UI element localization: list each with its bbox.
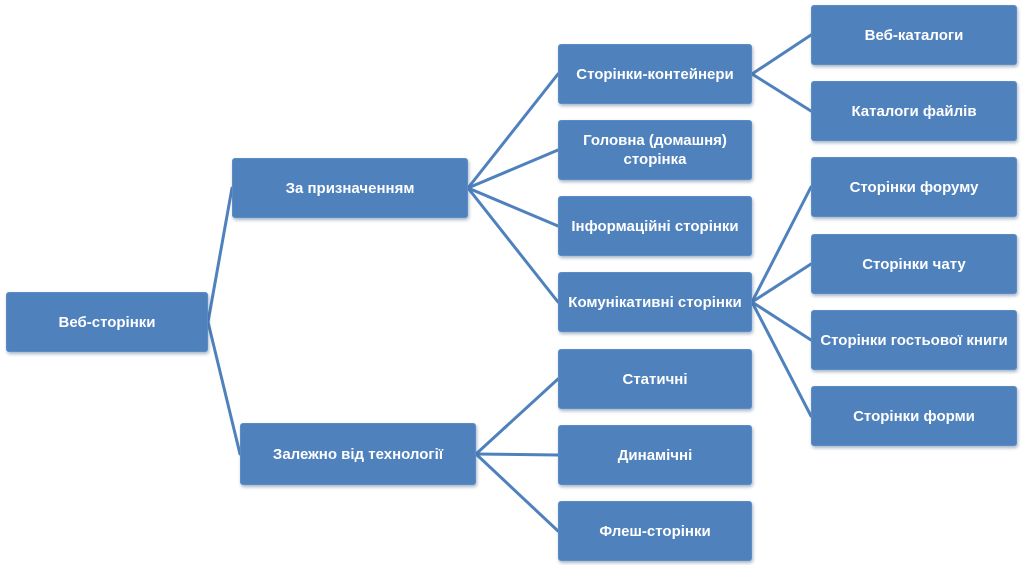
connector-communicative-chat <box>750 262 813 304</box>
node-chat-pages: Сторінки чату <box>811 234 1017 294</box>
connector-communicative-form <box>750 300 813 418</box>
node-info-pages: Інформаційні сторінки <box>558 196 752 256</box>
connector-containers-file_catalogs <box>750 72 813 113</box>
connector-root-technology <box>206 320 242 456</box>
node-container-pages: Сторінки-контейнери <box>558 44 752 104</box>
connector-communicative-guestbook <box>750 300 813 342</box>
node-forum-pages: Сторінки форуму <box>811 157 1017 217</box>
node-by-purpose: За призначенням <box>232 158 468 218</box>
connector-containers-web_catalogs <box>750 33 813 76</box>
connector-technology-static <box>474 377 560 456</box>
node-static: Статичні <box>558 349 752 409</box>
connector-purpose-communicative <box>466 186 560 304</box>
node-web-catalogs: Веб-каталоги <box>811 5 1017 65</box>
connector-technology-flash <box>474 452 560 533</box>
connector-communicative-forum <box>750 185 813 304</box>
node-flash-pages: Флеш-сторінки <box>558 501 752 561</box>
node-dynamic: Динамічні <box>558 425 752 485</box>
node-web-pages: Веб-сторінки <box>6 292 208 352</box>
node-guestbook-pages: Сторінки гостьової книги <box>811 310 1017 370</box>
connector-purpose-info <box>466 186 560 228</box>
node-file-catalogs: Каталоги файлів <box>811 81 1017 141</box>
connector-root-purpose <box>206 186 234 324</box>
connector-purpose-containers <box>466 72 560 190</box>
connector-purpose-home <box>466 148 560 190</box>
node-form-pages: Сторінки форми <box>811 386 1017 446</box>
node-communicative-pages: Комунікативні сторінки <box>558 272 752 332</box>
node-by-technology: Залежно від технології <box>240 423 476 485</box>
connector-technology-dynamic <box>474 452 560 457</box>
node-home-page: Головна (домашня) сторінка <box>558 120 752 180</box>
